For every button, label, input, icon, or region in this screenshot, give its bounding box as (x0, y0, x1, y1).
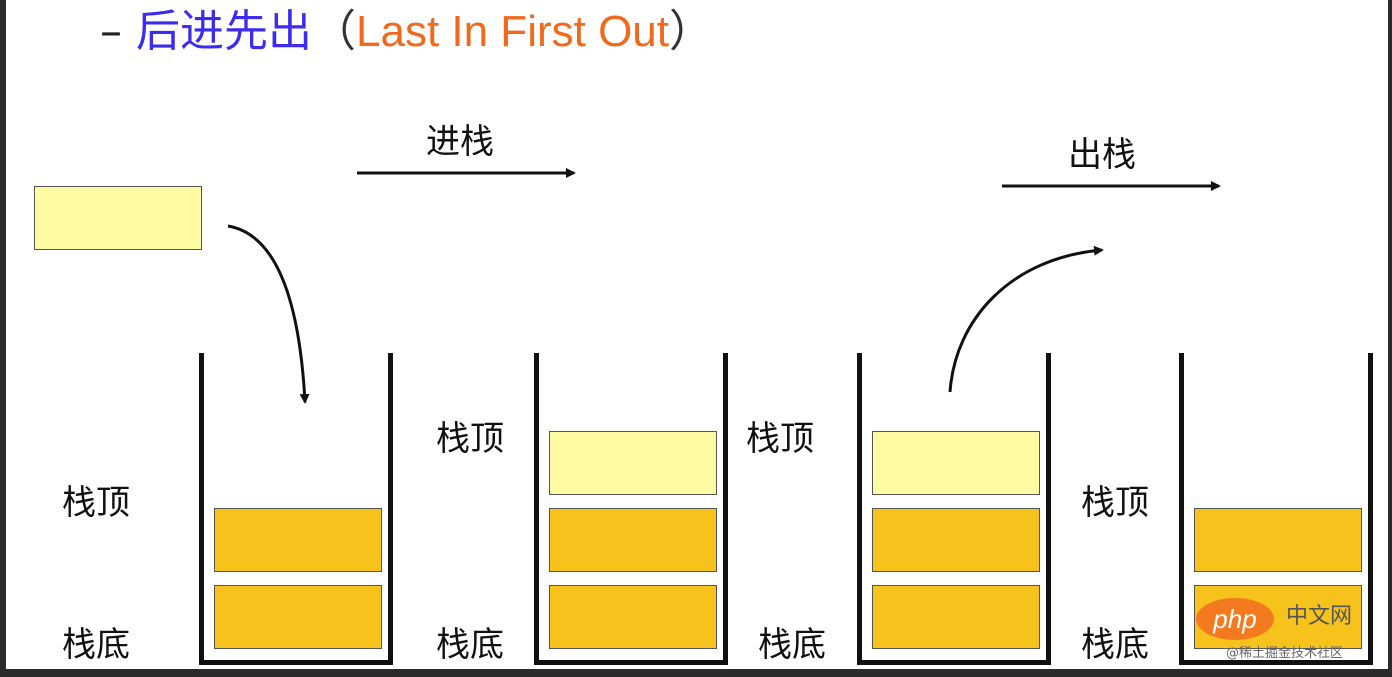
stack-4-container (1179, 353, 1373, 665)
stack-3-bottom-label: 栈底 (758, 625, 826, 665)
stack-1-block-2 (214, 508, 382, 572)
heading-paren-close: ） (668, 6, 713, 57)
watermark: php 中文网 @稀土掘金技术社区 (1188, 592, 1374, 664)
stack-2-container (534, 353, 728, 665)
heading-chinese: 后进先出 (136, 6, 312, 57)
stack-2-bottom-label: 栈底 (436, 625, 504, 665)
push-curve-arrow (227, 224, 310, 404)
stack-2-block-3 (549, 431, 717, 495)
window-frame-left (0, 0, 6, 677)
stack-1-block-1 (214, 585, 382, 649)
window-frame-bottom (0, 669, 1392, 677)
stack-1-top-label: 栈顶 (62, 483, 130, 523)
stack-1-container (199, 353, 393, 665)
stack-4-top-label: 栈顶 (1081, 483, 1149, 523)
heading-dash: – (100, 6, 122, 57)
php-logo: php (1196, 598, 1274, 640)
stack-3-block-1 (872, 585, 1040, 649)
watermark-line: @稀土掘金技术社区 (1226, 646, 1344, 661)
stack-3-container (857, 353, 1051, 665)
stack-2-block-2 (549, 508, 717, 572)
window-frame-right (1388, 0, 1392, 677)
stack-2-top-label: 栈顶 (436, 419, 504, 459)
watermark-name: 中文网 (1286, 604, 1353, 629)
heading-paren-open: （ (312, 6, 356, 57)
pop-curve-arrow (948, 245, 1104, 393)
heading-english: Last In First Out (356, 7, 669, 56)
pop-label: 出栈 (1068, 135, 1136, 175)
slide-heading: –后进先出（Last In First Out） (100, 2, 713, 62)
stack-3-block-2 (872, 508, 1040, 572)
stack-4-bottom-label: 栈底 (1081, 625, 1149, 665)
stack-4-block-2 (1194, 508, 1362, 572)
stack-3-block-3 (872, 431, 1040, 495)
stack-2-block-1 (549, 585, 717, 649)
stack-3-top-label: 栈顶 (746, 419, 814, 459)
incoming-block (34, 186, 202, 250)
stack-1-bottom-label: 栈底 (62, 625, 130, 665)
push-label: 进栈 (426, 122, 494, 162)
